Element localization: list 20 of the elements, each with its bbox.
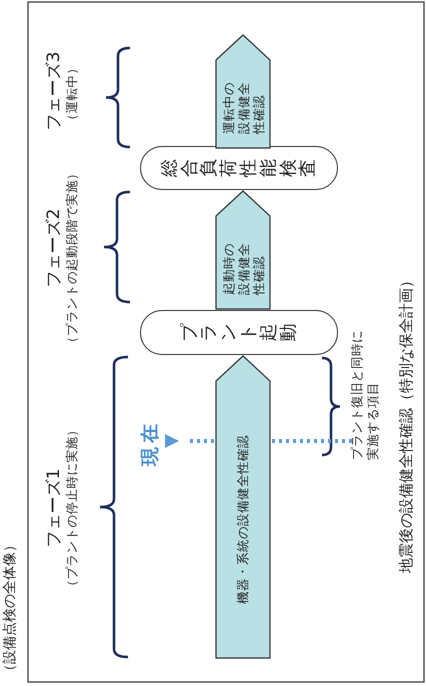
text-label: フェーズ2 bbox=[43, 208, 65, 288]
pill-box bbox=[140, 310, 338, 355]
arrow-box bbox=[216, 191, 270, 309]
note-label: プラント復旧と同時に実施する項目 bbox=[349, 329, 380, 460]
diagram-title: （設備点検の全体像） bbox=[1, 538, 19, 678]
text-label: 地震後の設備健全性確認（特別な保全計画） bbox=[397, 273, 416, 573]
box-label: 起動時の設備健全性確認 bbox=[221, 242, 266, 295]
arrow-box bbox=[216, 356, 270, 658]
step-label: プラント起動 bbox=[180, 324, 298, 342]
box-label: 運転中の設備健全性確認 bbox=[221, 81, 266, 134]
text-label: （プラントの起動段階で実施） bbox=[64, 167, 80, 349]
current-marker-label: 現在 bbox=[138, 420, 162, 466]
text-label: フェーズ1 bbox=[43, 468, 65, 548]
arrow-box bbox=[216, 35, 270, 148]
text-label: （運転中） bbox=[64, 62, 80, 126]
pill-box bbox=[140, 146, 338, 190]
step-label: 総合負荷性能検査 bbox=[160, 159, 318, 177]
box-label: 機器・系統の設備健全性確認 bbox=[235, 434, 250, 606]
text-label: （プラントの停止時に実施） bbox=[64, 424, 80, 592]
text-label: フェーズ3 bbox=[43, 52, 65, 130]
